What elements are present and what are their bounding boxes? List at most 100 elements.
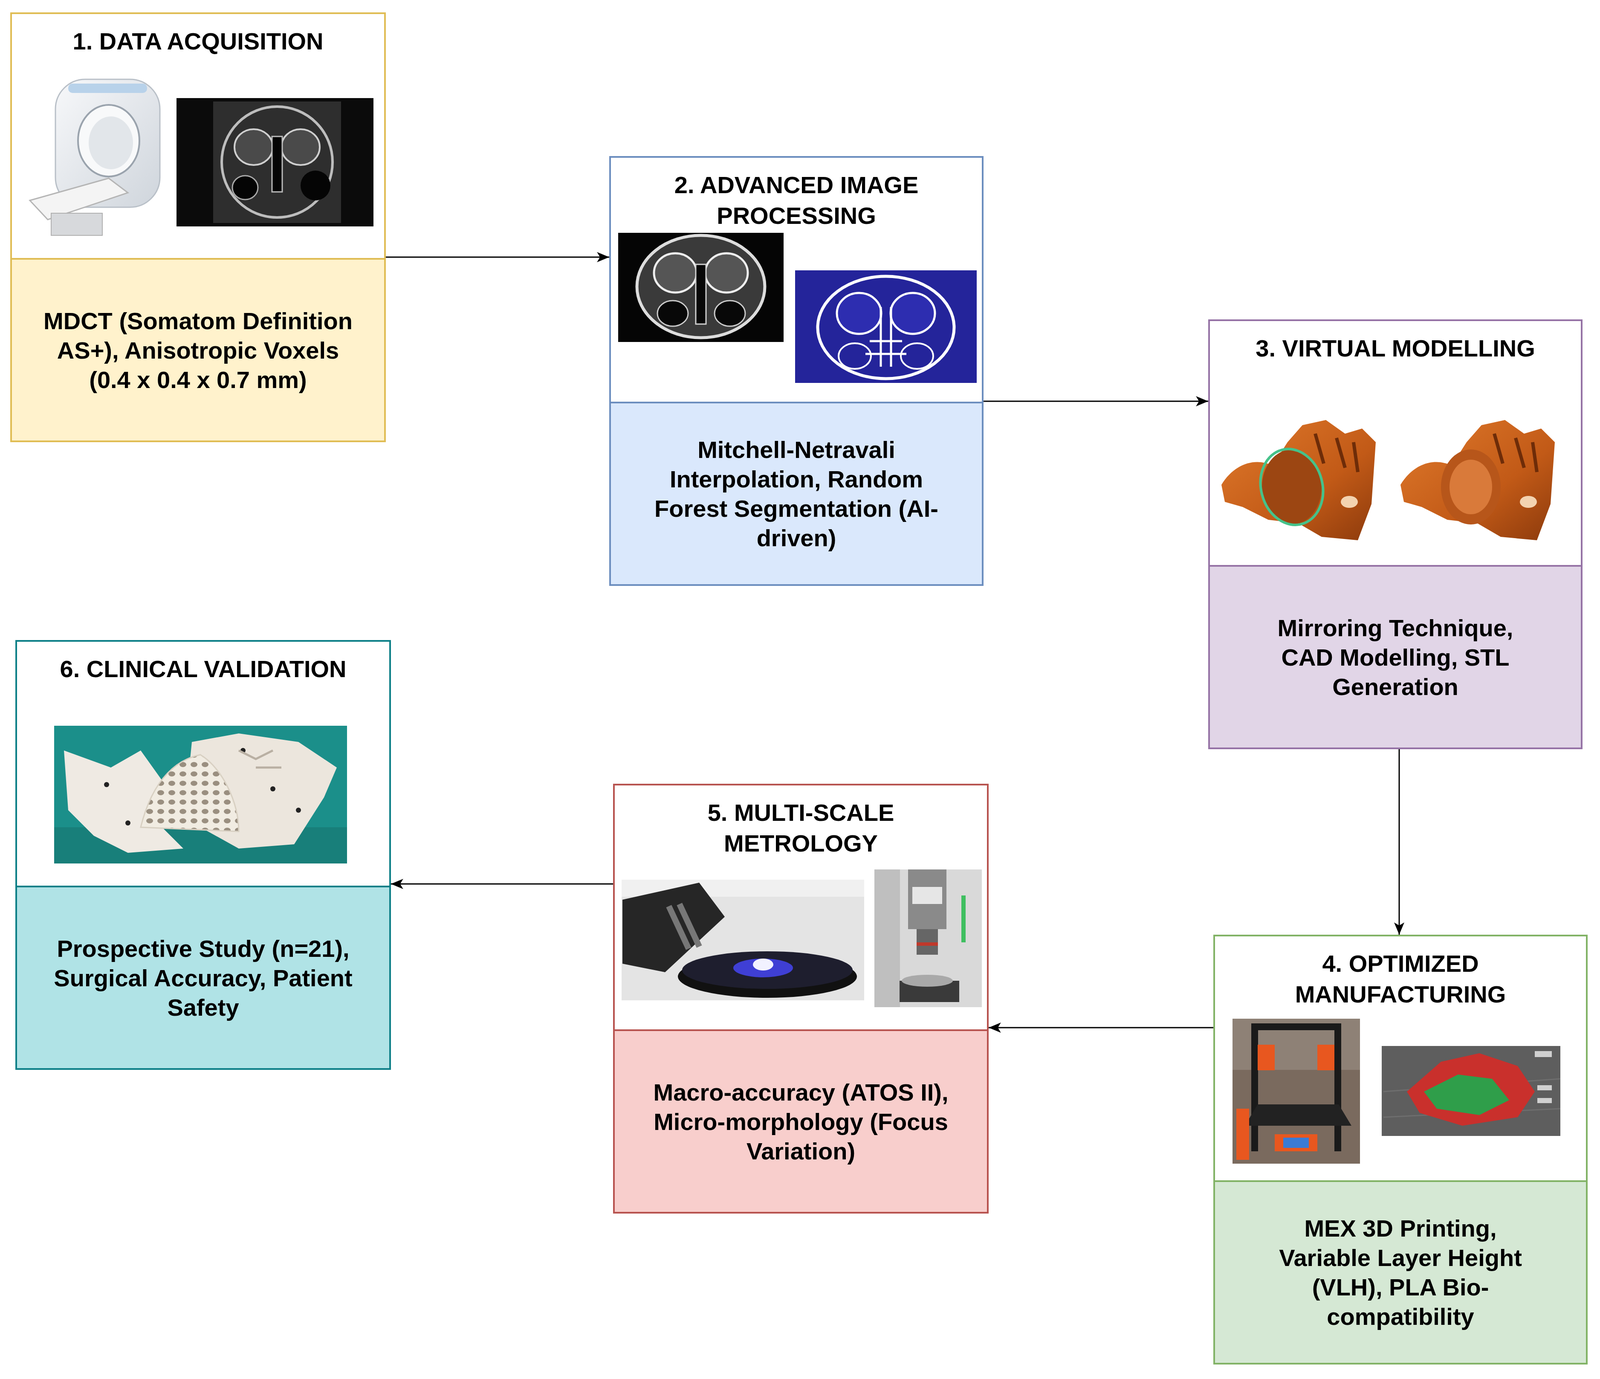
microscope-photo-part — [912, 886, 943, 904]
model-photo-part — [125, 820, 131, 826]
slicer-view-part — [1383, 1078, 1561, 1117]
slicer-view-part — [1406, 1053, 1535, 1126]
skull-render-part — [1252, 441, 1332, 532]
ct-slice-image-part — [232, 175, 258, 200]
model-photo-part — [63, 750, 184, 853]
ct-coronal-image-part — [714, 300, 746, 327]
skull-render-part — [1519, 495, 1537, 508]
slicer-view-part — [1381, 1045, 1561, 1136]
microscope-photo — [874, 869, 982, 1007]
model-photo-part — [140, 754, 239, 832]
segmentation-image-part — [838, 343, 871, 369]
step-heading: 3. VIRTUAL MODELLING — [1233, 332, 1558, 364]
printer-photo-part — [1244, 1104, 1352, 1126]
slicer-view — [1381, 1045, 1561, 1136]
segmentation-image-part — [865, 306, 907, 367]
printer-photo-part — [1251, 1023, 1259, 1152]
scanner-photo-part — [665, 904, 692, 950]
model-photo-part — [238, 750, 282, 768]
scanner-photo-part — [676, 902, 702, 948]
model-photo-part — [54, 725, 348, 864]
scanner-photo-part — [733, 958, 793, 978]
ct-scanner-part — [68, 83, 148, 93]
flow-arrow — [385, 256, 610, 258]
ct-slice-image-part — [281, 129, 320, 165]
model-photo — [54, 725, 348, 864]
slicer-view-part — [1534, 1050, 1552, 1057]
ct-slice-image-part — [213, 101, 342, 223]
printer-photo-part — [1251, 1023, 1342, 1031]
step-heading: 2. ADVANCED IMAGE PROCESSING — [634, 169, 959, 232]
skull-render — [1221, 419, 1376, 541]
step-description: Mirroring Technique, CAD Modelling, STL … — [1267, 613, 1524, 702]
printer-photo-part — [1232, 1018, 1360, 1164]
skull-render-part — [1494, 433, 1537, 472]
body-band: Mirroring Technique, CAD Modelling, STL … — [1209, 564, 1581, 748]
model-photo-part — [187, 733, 337, 849]
scanner-photo-part — [621, 879, 865, 1001]
step-description: MEX 3D Printing, Variable Layer Height (… — [1268, 1213, 1533, 1331]
printer-photo — [1232, 1018, 1360, 1164]
microscope-photo-part — [899, 980, 960, 1002]
segmentation-image-part — [795, 270, 977, 383]
slicer-view-part — [1423, 1074, 1510, 1115]
skull-render-part — [1221, 419, 1376, 541]
step-heading: 1. DATA ACQUISITION — [36, 26, 361, 57]
segmentation-image-part — [836, 292, 882, 334]
printer-photo-part — [1257, 1044, 1275, 1071]
flow-arrow — [1398, 749, 1401, 935]
scanner-photo-part — [752, 958, 774, 971]
segmentation-image — [795, 270, 977, 383]
flow-arrow — [983, 400, 1209, 403]
step-heading: 4. OPTIMIZED MANUFACTURING — [1238, 948, 1563, 1010]
slicer-view-part — [1537, 1084, 1552, 1091]
ct-scanner-part — [88, 116, 134, 170]
ct-scanner-part — [78, 104, 140, 177]
ct-coronal-image-part — [618, 232, 784, 342]
scanner-photo-part — [682, 951, 853, 989]
printer-photo-part — [1274, 1134, 1318, 1152]
skull-render-part — [1261, 449, 1322, 525]
step-description: Macro-accuracy (ATOS II), Micro-morpholo… — [645, 1077, 957, 1166]
microscope-photo-part — [874, 869, 982, 1007]
microscope-photo-part — [916, 928, 938, 955]
ct-coronal-image — [618, 232, 784, 342]
microscope-photo-part — [961, 895, 966, 943]
ct-scanner-part — [29, 178, 128, 220]
skull-render-part — [1315, 433, 1358, 472]
ct-slice-image-part — [221, 106, 333, 218]
step-heading: 6. CLINICAL VALIDATION — [41, 653, 366, 685]
printer-photo-part — [1236, 1108, 1250, 1160]
ct-scanner-part — [55, 79, 160, 208]
ct-coronal-image-part — [695, 264, 706, 325]
body-band: MEX 3D Printing, Variable Layer Height (… — [1215, 1180, 1586, 1363]
ct-coronal-image-part — [653, 253, 697, 293]
step-description: MDCT (Somatom Definition AS+), Anisotrop… — [40, 306, 356, 395]
skull-render-part — [1440, 449, 1501, 525]
printer-photo-part — [1232, 1018, 1360, 1070]
printer-photo-part — [1283, 1137, 1309, 1148]
step-box: Prospective Study (n=21), Surgical Accur… — [15, 639, 391, 1070]
ct-slice-image-part — [234, 129, 273, 165]
scanner-photo — [621, 879, 865, 1001]
scanner-photo-part — [621, 879, 865, 897]
body-band: MDCT (Somatom Definition AS+), Anisotrop… — [11, 257, 385, 441]
ct-coronal-image-part — [657, 300, 689, 327]
body-band: Macro-accuracy (ATOS II), Micro-morpholo… — [614, 1029, 987, 1212]
microscope-photo-part — [901, 974, 953, 987]
ct-slice-image-part — [300, 170, 331, 201]
step-description: Prospective Study (n=21), Surgical Accur… — [47, 933, 359, 1022]
ct-coronal-image-part — [636, 235, 765, 338]
ct-scanner-part — [51, 213, 103, 236]
step-box: Mirroring Technique, CAD Modelling, STL … — [1208, 319, 1583, 750]
microscope-photo-part — [916, 942, 938, 946]
step-box: MEX 3D Printing, Variable Layer Height (… — [1213, 934, 1588, 1365]
ct-slice-image-part — [176, 98, 374, 227]
body-band: Prospective Study (n=21), Surgical Accur… — [17, 885, 390, 1068]
ct-slice-image-part — [271, 136, 283, 192]
printer-photo-part — [1317, 1044, 1335, 1071]
step-box: MDCT (Somatom Definition AS+), Anisotrop… — [10, 12, 386, 443]
skull-render-part — [1340, 495, 1358, 508]
